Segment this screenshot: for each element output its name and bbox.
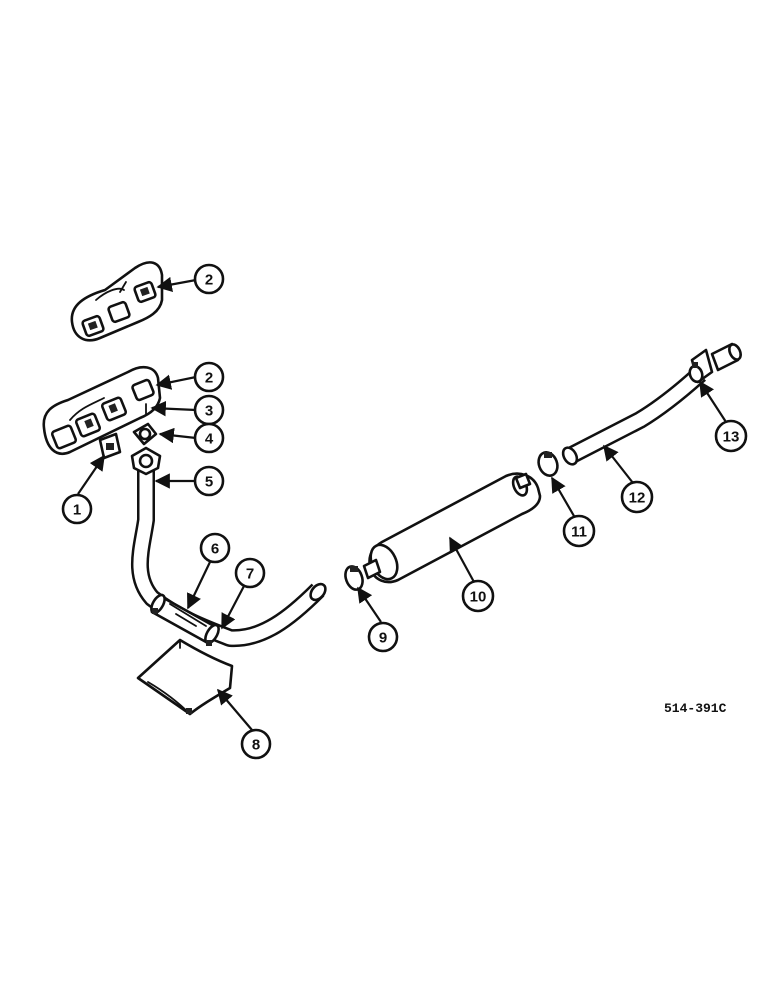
svg-text:11: 11 bbox=[571, 524, 587, 541]
tailpipe-clamp bbox=[537, 451, 559, 477]
tailpipe-bracket bbox=[688, 342, 742, 384]
svg-text:1: 1 bbox=[73, 502, 81, 519]
callout-9: 9 bbox=[367, 621, 399, 653]
callout-6: 6 bbox=[199, 532, 231, 564]
callout-3: 3 bbox=[193, 394, 225, 426]
callout-10: 10 bbox=[461, 579, 495, 613]
svg-text:13: 13 bbox=[723, 429, 740, 446]
svg-text:8: 8 bbox=[252, 737, 260, 754]
svg-text:7: 7 bbox=[246, 566, 254, 583]
svg-text:6: 6 bbox=[211, 541, 219, 558]
callout-7: 7 bbox=[234, 557, 266, 589]
flange-gasket bbox=[132, 422, 158, 446]
callout-13: 13 bbox=[714, 419, 748, 453]
svg-text:4: 4 bbox=[205, 431, 214, 448]
svg-text:10: 10 bbox=[470, 589, 487, 606]
muffler-inlet-clamp bbox=[344, 565, 364, 591]
upper-exhaust-manifold bbox=[70, 261, 164, 342]
svg-text:12: 12 bbox=[629, 490, 646, 507]
svg-text:9: 9 bbox=[379, 630, 387, 647]
pipe-clamps bbox=[150, 593, 220, 646]
figure-code: 514-391C bbox=[664, 701, 727, 716]
manifold-gasket bbox=[98, 432, 122, 460]
svg-text:2: 2 bbox=[205, 272, 213, 289]
heat-shield bbox=[136, 638, 234, 716]
callout-1: 1 bbox=[61, 493, 93, 525]
svg-text:2: 2 bbox=[205, 370, 213, 387]
callout-8: 8 bbox=[240, 728, 272, 760]
muffler bbox=[362, 472, 542, 584]
callout-5: 5 bbox=[193, 465, 225, 497]
callout-2-lower: 2 bbox=[193, 361, 225, 393]
leader-lines bbox=[77, 276, 727, 731]
tail-pipe bbox=[561, 367, 707, 466]
callout-12: 12 bbox=[620, 480, 654, 514]
callout-4: 4 bbox=[193, 422, 225, 454]
callout-2-upper: 2 bbox=[193, 263, 225, 295]
svg-text:3: 3 bbox=[205, 403, 213, 420]
callout-11: 11 bbox=[562, 514, 596, 548]
svg-text:5: 5 bbox=[205, 474, 213, 491]
